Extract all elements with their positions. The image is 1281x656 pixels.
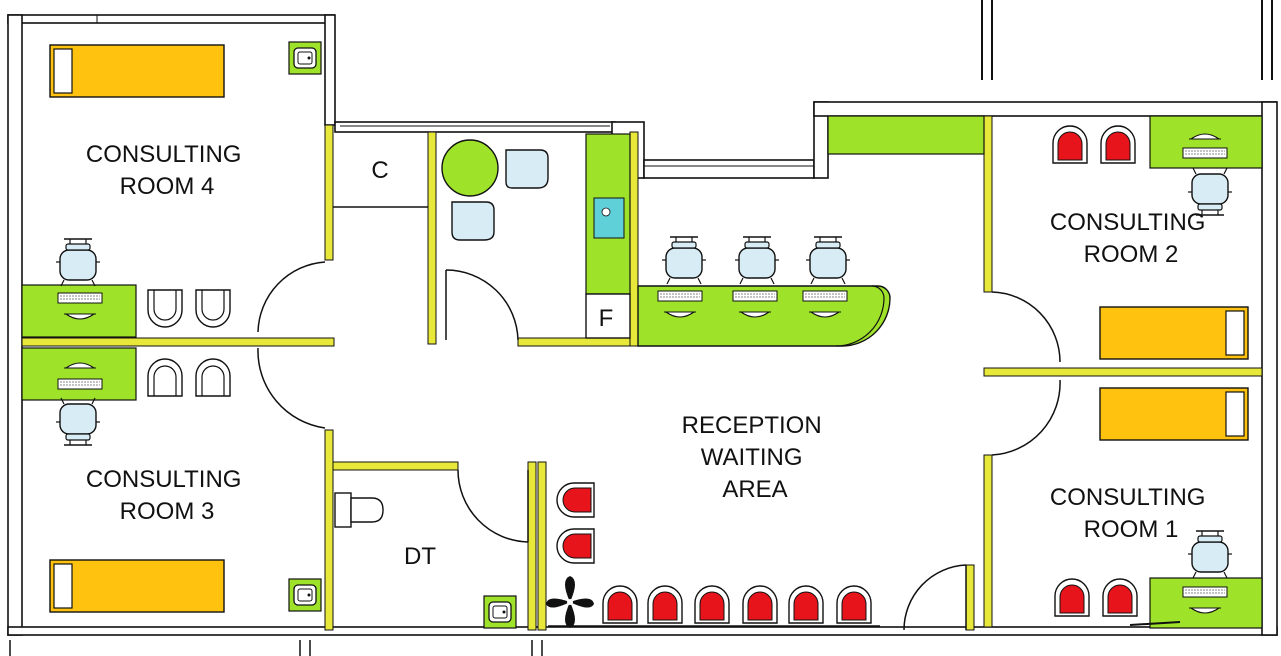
consulting-room-1-label: CONSULTING ROOM 1 (1050, 484, 1212, 543)
consulting-room-3-label: CONSULTING ROOM 3 (86, 466, 248, 525)
counters (21, 115, 1263, 629)
closet-label: C (371, 157, 388, 184)
consulting-room-4-label: CONSULTING ROOM 4 (86, 141, 248, 200)
fridge-label: F (599, 305, 614, 332)
beds (49, 44, 1249, 613)
partitions (21, 115, 1263, 631)
red-chairs (548, 125, 1138, 627)
toilet-label: DT (404, 543, 436, 570)
doors (257, 261, 1061, 631)
room-labels: CONSULTING ROOM 4 CONSULTING ROOM 3 CONS… (86, 141, 1212, 570)
consulting-room-2-label: CONSULTING ROOM 2 (1050, 209, 1212, 268)
computers (57, 133, 1228, 626)
reception-label: RECEPTION WAITING AREA (682, 412, 829, 503)
kitchen (334, 125, 814, 628)
